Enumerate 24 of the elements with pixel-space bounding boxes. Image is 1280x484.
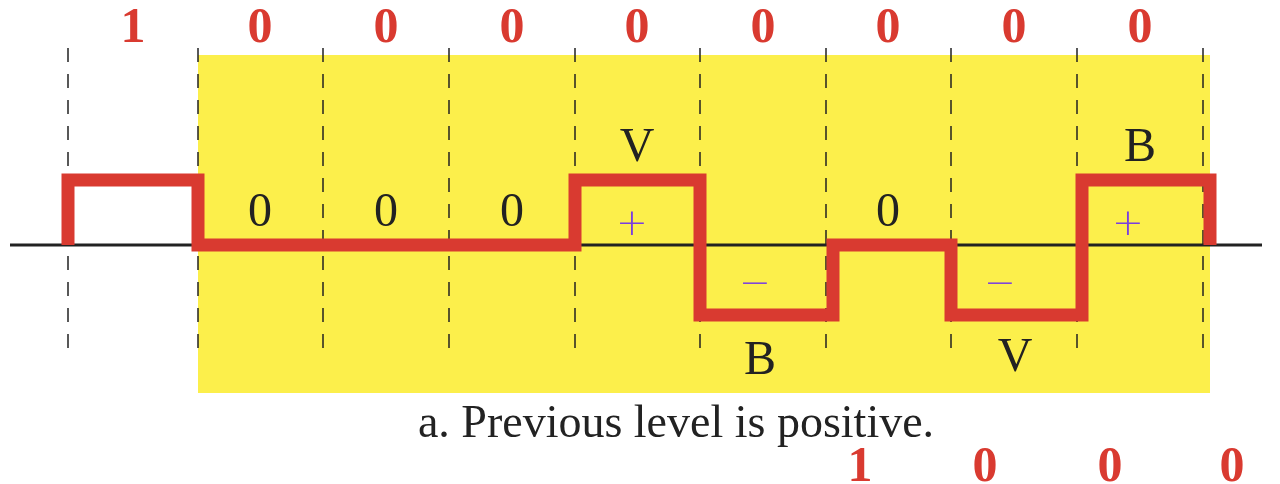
signal-symbol: B xyxy=(744,334,776,382)
polarity-mark: − xyxy=(984,263,1016,301)
bit-value: 0 xyxy=(750,0,776,50)
signal-symbol: V xyxy=(997,331,1033,379)
bit-value: 0 xyxy=(1097,439,1123,484)
polarity-mark: + xyxy=(1112,203,1144,241)
signal-symbol: 0 xyxy=(248,186,272,234)
signal-symbol: B xyxy=(1124,121,1156,169)
bit-value: 1 xyxy=(120,0,146,50)
polarity-mark: − xyxy=(739,263,771,301)
signal-symbol: 0 xyxy=(876,186,900,234)
signal-symbol: 0 xyxy=(374,186,398,234)
signal-symbol: V xyxy=(619,121,655,169)
bit-value: 0 xyxy=(499,0,525,50)
bit-value: 0 xyxy=(373,0,399,50)
polarity-mark: + xyxy=(616,203,648,241)
bit-value: 0 xyxy=(1001,0,1027,50)
bit-value: 0 xyxy=(972,439,998,484)
bit-value: 0 xyxy=(875,0,901,50)
bit-value: 0 xyxy=(1219,439,1245,484)
bit-value: 0 xyxy=(624,0,650,50)
bit-value: 0 xyxy=(247,0,273,50)
signal-symbol: 0 xyxy=(500,186,524,234)
bit-value: 0 xyxy=(1127,0,1153,50)
